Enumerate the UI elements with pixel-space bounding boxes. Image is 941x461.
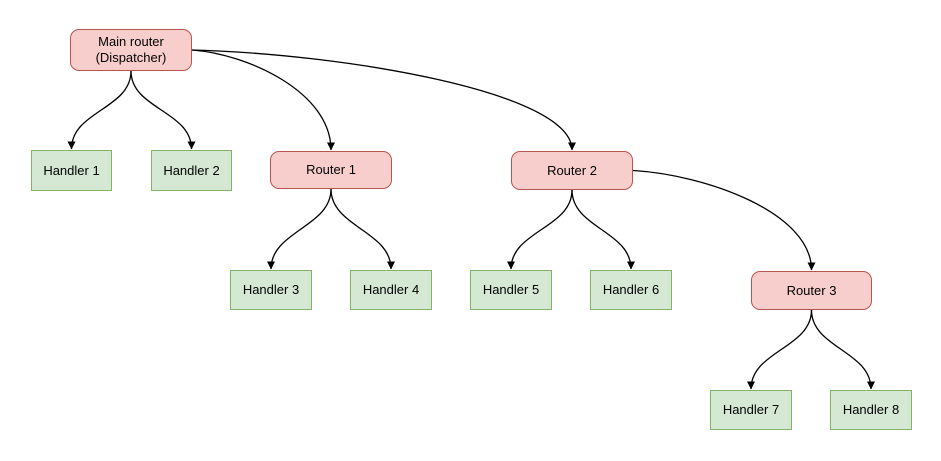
node-label: Handler 8 [842,402,900,417]
node-label: Main router (Dispatcher) [95,34,167,65]
node-h5-handler[interactable]: Handler 5 [470,270,552,310]
edge-main-to-r2 [191,49,576,151]
edge-r2-to-h5 [507,189,573,270]
edge-r1-to-h4 [330,188,395,270]
node-h3-handler[interactable]: Handler 3 [230,270,312,310]
edge-r1-to-h3 [267,188,332,270]
node-label: Handler 4 [362,282,420,297]
node-label: Handler 5 [482,282,540,297]
edge-main-to-h2 [130,70,196,150]
node-r2-router[interactable]: Router 2 [511,151,633,190]
node-r1-router[interactable]: Router 1 [270,151,392,189]
node-label: Router 2 [547,162,597,178]
edge-main-to-h1 [67,70,132,150]
edge-r2-to-h6 [571,189,635,270]
node-h4-handler[interactable]: Handler 4 [350,270,432,310]
node-r3-router[interactable]: Router 3 [751,271,872,310]
node-label: Handler 1 [43,162,100,178]
node-label: Handler 6 [602,282,660,297]
node-h7-handler[interactable]: Handler 7 [710,390,792,430]
node-h8-handler[interactable]: Handler 8 [830,390,912,430]
node-label: Router 3 [786,282,837,298]
edge-main-to-r1 [191,49,335,151]
node-label: Handler 7 [722,402,780,417]
node-label: Router 1 [306,162,356,177]
node-label: Handler 3 [242,282,300,297]
edge-r3-to-h7 [747,309,813,390]
node-h2-handler[interactable]: Handler 2 [151,150,232,191]
edge-r3-to-h8 [810,309,875,390]
node-main-router[interactable]: Main router (Dispatcher) [70,29,192,71]
node-h6-handler[interactable]: Handler 6 [590,270,672,310]
edge-r2-to-r3 [632,169,816,271]
node-label: Handler 2 [163,162,220,178]
node-h1-handler[interactable]: Handler 1 [31,150,112,191]
